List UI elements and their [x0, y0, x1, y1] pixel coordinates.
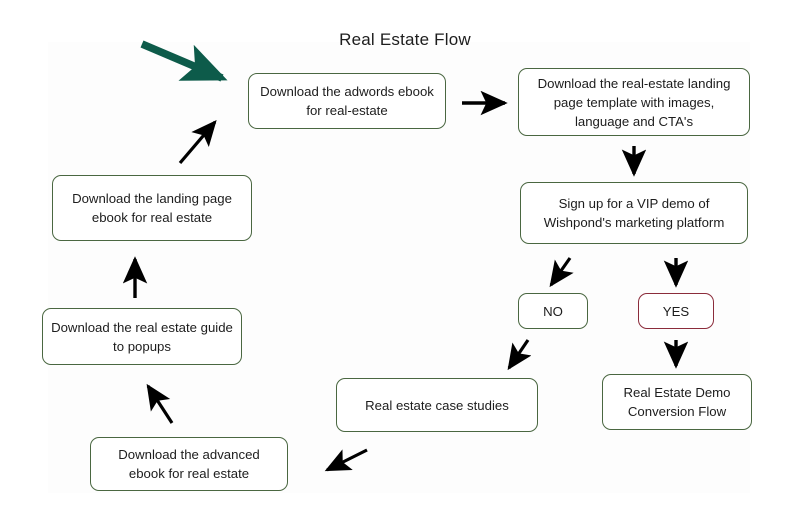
node-adwords-ebook[interactable]: Download the adwords ebook for real-esta…: [248, 73, 446, 129]
node-landing-page-template-label: Download the real-estate landing page te…: [537, 75, 731, 129]
node-decision-yes-label: YES: [662, 303, 690, 319]
node-advanced-ebook[interactable]: Download the advanced ebook for real est…: [90, 437, 288, 491]
node-demo-conversion-flow[interactable]: Real Estate Demo Conversion Flow: [602, 374, 752, 430]
node-landing-page-ebook[interactable]: Download the landing page ebook for real…: [52, 175, 252, 241]
node-adwords-ebook-label: Download the adwords ebook for real-esta…: [260, 84, 434, 118]
node-decision-no[interactable]: NO: [518, 293, 588, 329]
node-popups-guide[interactable]: Download the real estate guide to popups: [42, 308, 242, 365]
node-decision-no-label: NO: [543, 303, 563, 319]
node-vip-demo-signup[interactable]: Sign up for a VIP demo of Wishpond's mar…: [520, 182, 748, 244]
node-case-studies[interactable]: Real estate case studies: [336, 378, 538, 432]
node-popups-guide-label: Download the real estate guide to popups: [51, 319, 233, 354]
node-landing-page-template[interactable]: Download the real-estate landing page te…: [518, 68, 750, 136]
node-demo-conversion-flow-label: Real Estate Demo Conversion Flow: [623, 385, 731, 419]
node-case-studies-label: Real estate case studies: [365, 397, 509, 413]
node-decision-yes[interactable]: YES: [638, 293, 714, 329]
node-landing-page-ebook-label: Download the landing page ebook for real…: [72, 191, 232, 225]
node-vip-demo-signup-label: Sign up for a VIP demo of Wishpond's mar…: [543, 196, 725, 230]
node-advanced-ebook-label: Download the advanced ebook for real est…: [118, 447, 260, 481]
diagram-title: Real Estate Flow: [339, 30, 471, 49]
